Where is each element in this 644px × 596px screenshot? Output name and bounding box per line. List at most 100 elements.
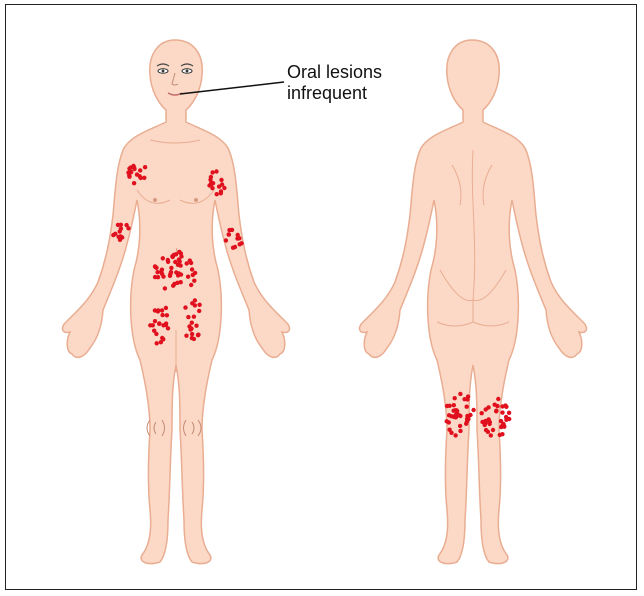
right-popliteal-lesion-dot [494, 409, 498, 413]
groin-upper-lesion-dot [169, 266, 173, 270]
groin-upper-lesion-dot [161, 274, 165, 278]
left-popliteal-lesion-dot [445, 404, 449, 408]
right-axilla-lesion-dot [207, 183, 211, 187]
groin-left-lesion-dot [153, 319, 157, 323]
left-popliteal-lesion-dot [464, 422, 468, 426]
right-pupil [186, 70, 189, 73]
groin-left-lesion-dot [151, 323, 155, 327]
groin-right-lesion-dot [190, 332, 194, 336]
groin-left-lesion-dot [160, 313, 164, 317]
groin-upper-lesion-dot [163, 286, 167, 290]
groin-center-lesion-dot [177, 250, 181, 254]
right-popliteal-lesion-dot [500, 432, 504, 436]
groin-left-lesion-dot [164, 306, 168, 310]
left-popliteal-lesion-dot [453, 396, 457, 400]
groin-left-lesion-dot [161, 323, 165, 327]
right-axilla-lesion-dot [214, 169, 218, 173]
left-elbow-lesion-dot [116, 223, 120, 227]
groin-upper-lesion-dot [174, 270, 178, 274]
annotation-line-2: infrequent [287, 83, 382, 104]
groin-upper-lesion-dot [168, 272, 172, 276]
groin-upper-lesion-dot [179, 272, 183, 276]
groin-left-lesion-dot [166, 326, 170, 330]
left-popliteal-lesion-dot [458, 392, 462, 396]
groin-right-lesion-dot [193, 303, 197, 307]
groin-right-lesion-dot [190, 336, 194, 340]
groin-right-lesion-dot [186, 315, 190, 319]
groin-upper-lesion-dot [192, 279, 196, 283]
groin-upper-lesion-dot [153, 275, 157, 279]
right-popliteal-lesion-dot [487, 422, 491, 426]
left-axilla-lesion-dot [131, 164, 135, 168]
right-popliteal-lesion-dot [500, 404, 504, 408]
right-popliteal-lesion-dot [502, 424, 506, 428]
left-axilla-lesion-dot [132, 181, 136, 185]
right-elbow-lesion-dot [238, 242, 242, 246]
groin-center-lesion-dot [173, 260, 177, 264]
left-popliteal-lesion-dot [465, 405, 469, 409]
left-popliteal-lesion-dot [471, 408, 475, 412]
groin-right-lesion-dot [194, 324, 198, 328]
left-elbow-lesion-dot [120, 235, 124, 239]
groin-center-lesion-dot [172, 253, 176, 257]
groin-upper-lesion-dot [159, 270, 163, 274]
right-popliteal-lesion-dot [483, 423, 487, 427]
right-popliteal-lesion-dot [491, 428, 495, 432]
right-axilla-lesion-dot [220, 182, 224, 186]
left-pupil [162, 70, 165, 73]
left-elbow-lesion-dot [113, 232, 117, 236]
left-popliteal-lesion-dot [453, 408, 457, 412]
right-axilla-lesion-dot [210, 170, 214, 174]
groin-right-lesion-dot [197, 303, 201, 307]
groin-upper-lesion-dot [190, 267, 194, 271]
groin-right-lesion-dot [189, 326, 193, 330]
groin-left-lesion-dot [160, 308, 164, 312]
right-popliteal-lesion-dot [500, 410, 504, 414]
left-popliteal-lesion-dot [458, 424, 462, 428]
right-elbow-lesion-dot [235, 236, 239, 240]
groin-upper-lesion-dot [172, 282, 176, 286]
right-elbow-lesion-dot [227, 232, 231, 236]
groin-right-lesion-dot [192, 315, 196, 319]
right-popliteal-lesion-dot [480, 411, 484, 415]
left-popliteal-lesion-dot [452, 403, 456, 407]
right-popliteal-lesion-dot [504, 405, 508, 409]
groin-right-lesion-dot [190, 321, 194, 325]
left-axilla-lesion-dot [139, 176, 143, 180]
groin-left-lesion-dot [153, 308, 157, 312]
left-axilla-lesion-dot [135, 172, 139, 176]
left-axilla-lesion-dot [143, 165, 147, 169]
right-popliteal-lesion-dot [484, 428, 488, 432]
groin-right-lesion-dot [197, 309, 201, 313]
back-body-figure [360, 40, 587, 564]
left-axilla-lesion-dot [127, 175, 131, 179]
front-body-figure [63, 40, 290, 564]
left-popliteal-lesion-dot [458, 414, 462, 418]
groin-upper-lesion-dot [161, 256, 165, 260]
groin-left-lesion-dot [157, 322, 161, 326]
right-axilla-lesion-dot [219, 189, 223, 193]
left-popliteal-lesion-dot [447, 420, 451, 424]
groin-upper-lesion-dot [179, 280, 183, 284]
groin-upper-lesion-dot [153, 264, 157, 268]
groin-left-lesion-dot [152, 329, 156, 333]
left-popliteal-lesion-dot [447, 413, 451, 417]
right-elbow-lesion-dot [224, 238, 228, 242]
left-nipple [153, 198, 157, 202]
right-nipple [194, 198, 198, 202]
groin-upper-lesion-dot [186, 275, 190, 279]
left-elbow-lesion-dot [118, 229, 122, 233]
left-axilla-lesion-dot [138, 168, 142, 172]
right-popliteal-lesion-dot [507, 411, 511, 415]
right-axilla-lesion-dot [219, 178, 223, 182]
groin-left-lesion-dot [159, 340, 163, 344]
groin-upper-lesion-dot [188, 258, 192, 262]
left-axilla-lesion-dot [127, 166, 131, 170]
groin-upper-lesion-dot [166, 260, 170, 264]
right-popliteal-lesion-dot [493, 403, 497, 407]
left-popliteal-lesion-dot [449, 431, 453, 435]
left-popliteal-lesion-dot [458, 429, 462, 433]
right-axilla-lesion-dot [215, 192, 219, 196]
left-popliteal-lesion-dot [465, 397, 469, 401]
right-popliteal-lesion-dot [484, 407, 488, 411]
